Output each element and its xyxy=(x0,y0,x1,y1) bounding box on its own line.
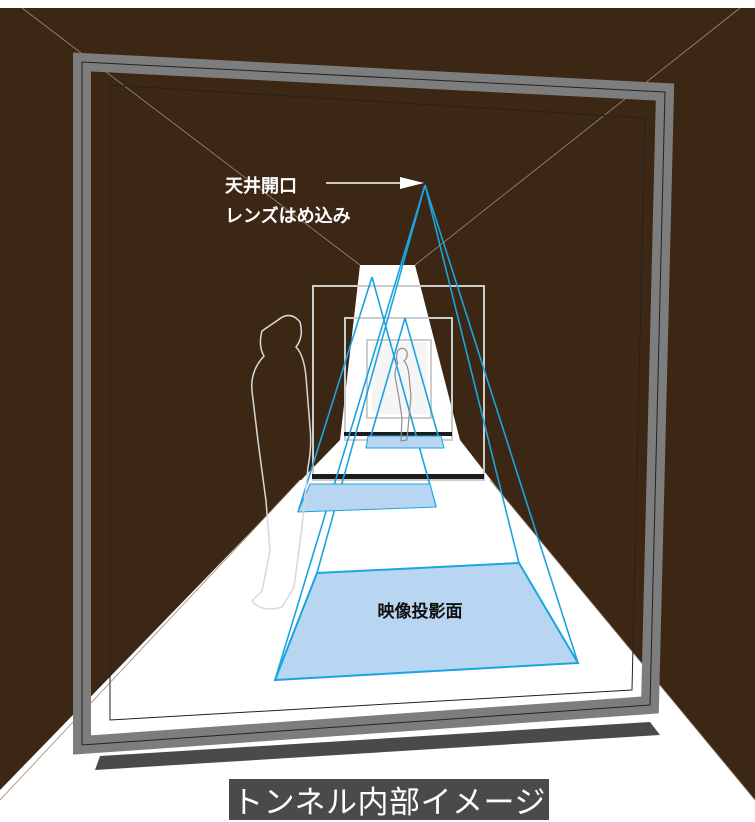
arrow-right-icon xyxy=(400,177,424,189)
perspective-lines xyxy=(0,7,755,801)
projection-surface-mid xyxy=(297,483,437,513)
lens-label-line1: 天井開口 xyxy=(225,175,297,197)
projection-surface-far xyxy=(365,435,445,449)
caption-text: トンネル内部イメージ xyxy=(232,785,546,821)
lens-label-line2: レンズはめ込み xyxy=(225,205,351,227)
floor-frame-band xyxy=(344,432,452,436)
human-silhouette-icon xyxy=(394,347,412,442)
tunnel-front-frame xyxy=(73,52,675,770)
floor-frame-band xyxy=(312,474,484,479)
projection-surface-label: 映像投影面 xyxy=(378,601,463,622)
human-silhouette-icon xyxy=(250,314,312,610)
projection-surface-near xyxy=(273,561,580,682)
caption-banner: トンネル内部イメージ xyxy=(229,779,549,821)
